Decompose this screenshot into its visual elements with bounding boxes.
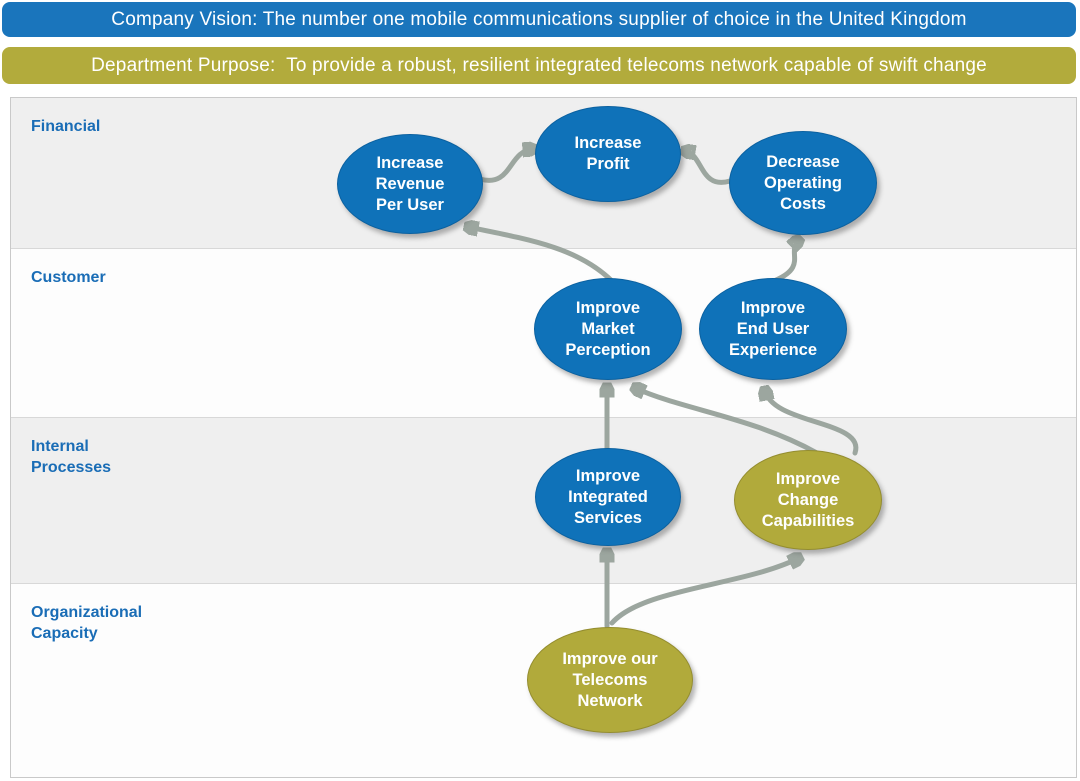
band-label-customer: Customer bbox=[31, 269, 106, 286]
node-improve-end-user-experience[interactable]: Improve End User Experience bbox=[699, 278, 847, 380]
band-financial: Financial bbox=[11, 98, 1076, 249]
band-label-internal-processes: Internal Processes bbox=[31, 438, 112, 476]
department-purpose-banner: Department Purpose: To provide a robust,… bbox=[2, 47, 1076, 84]
company-vision-banner: Company Vision: The number one mobile co… bbox=[2, 2, 1076, 37]
node-improve-market-perception[interactable]: Improve Market Perception bbox=[534, 278, 682, 380]
band-label-organizational-capacity: Organizational Capacity bbox=[31, 604, 143, 642]
node-increase-profit[interactable]: Increase Profit bbox=[535, 106, 681, 202]
node-improve-our-telecoms-network[interactable]: Improve our Telecoms Network bbox=[527, 627, 693, 733]
node-increase-revenue-per-user[interactable]: Increase Revenue Per User bbox=[337, 134, 483, 234]
node-improve-integrated-services[interactable]: Improve Integrated Services bbox=[535, 448, 681, 546]
node-decrease-operating-costs[interactable]: Decrease Operating Costs bbox=[729, 131, 877, 235]
node-improve-change-capabilities[interactable]: Improve Change Capabilities bbox=[734, 450, 882, 550]
band-label-financial: Financial bbox=[31, 118, 101, 135]
